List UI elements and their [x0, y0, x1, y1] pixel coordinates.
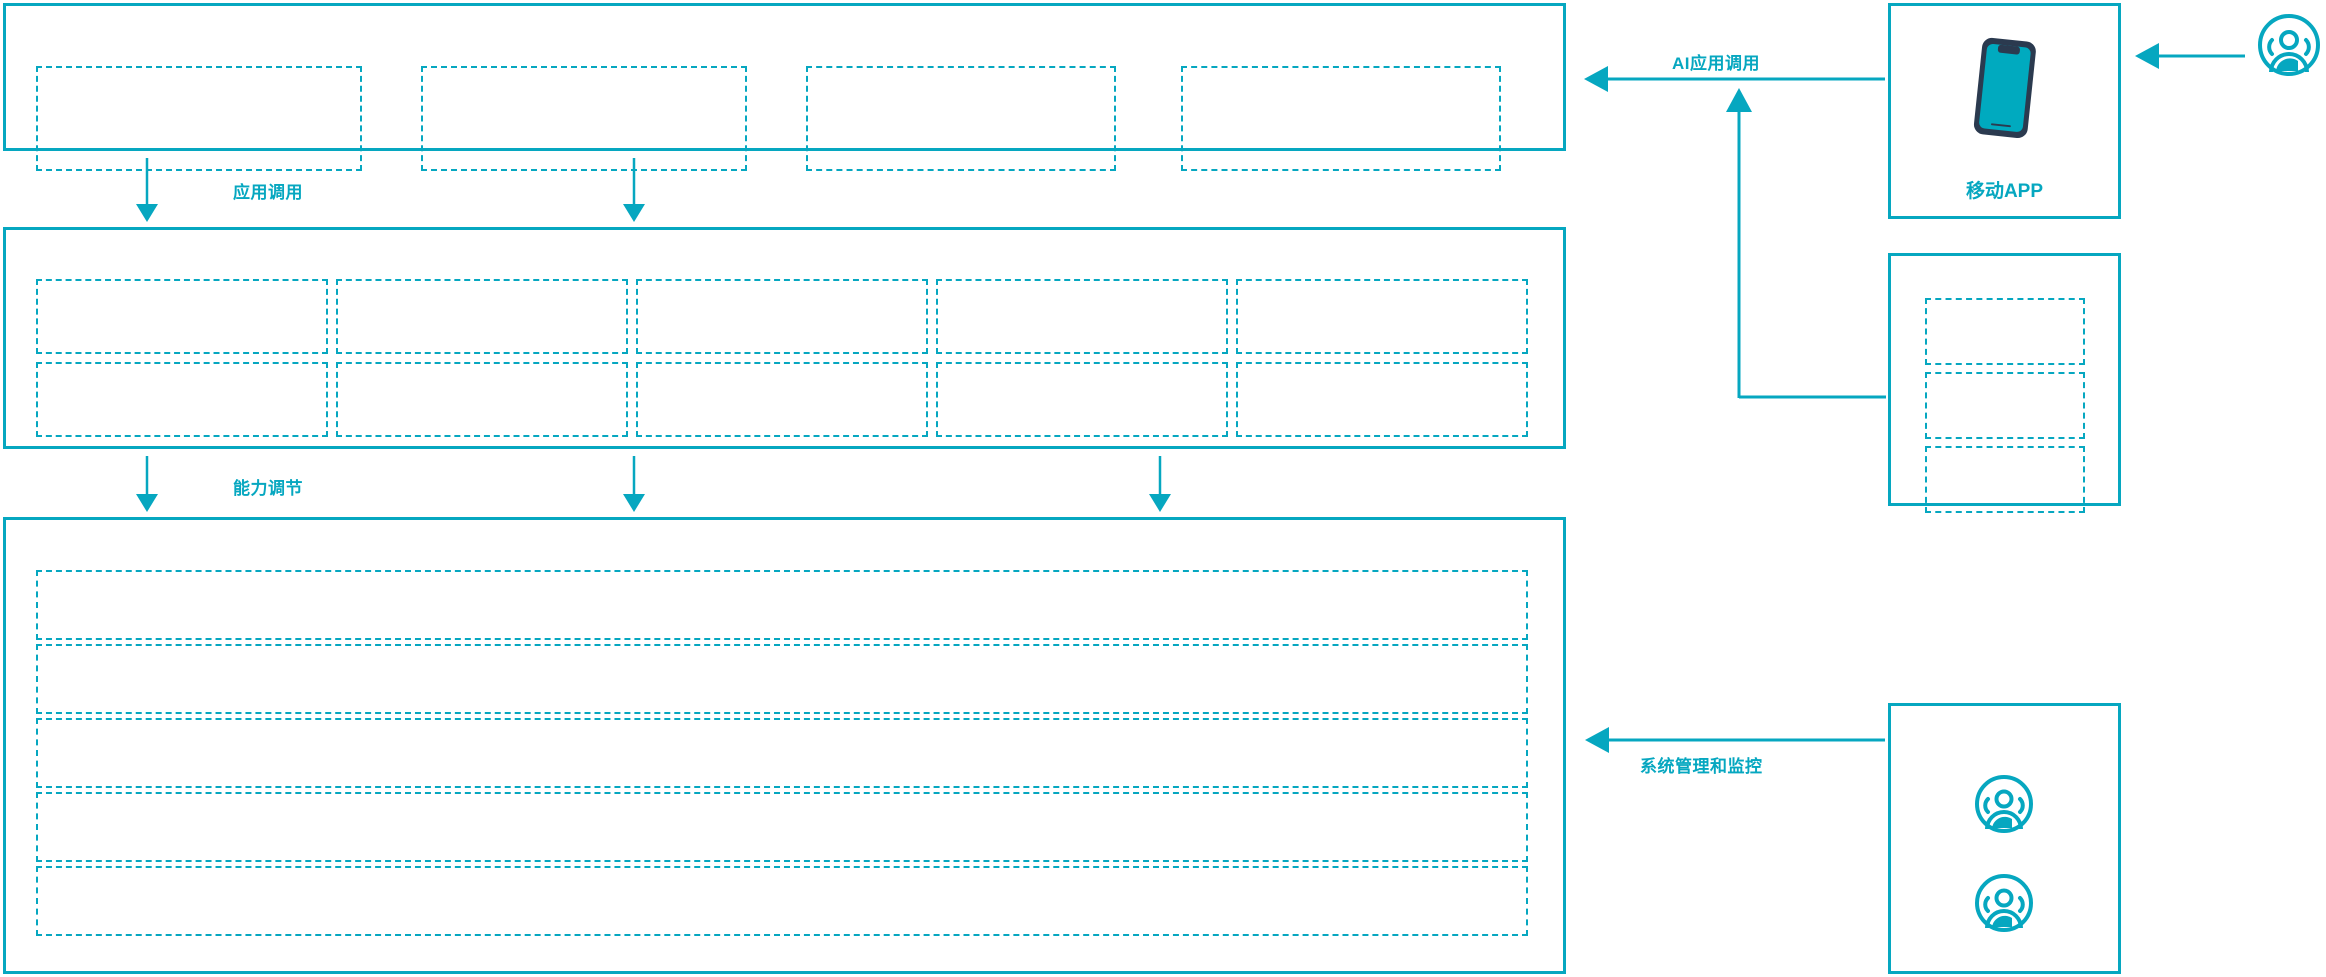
capability-layer-box-r2c2[interactable] [336, 362, 628, 437]
capability-layer-box-r1c2[interactable] [336, 279, 628, 354]
arrow-left-icon-end-user [2135, 43, 2245, 69]
arrow-down-icon-app-2 [623, 158, 645, 222]
service-channel-box-3[interactable] [1925, 446, 2085, 513]
capability-layer-box-r2c5[interactable] [1236, 362, 1528, 437]
infrastructure-layer-bar-3[interactable] [36, 718, 1528, 788]
service-channel-box-1[interactable] [1925, 298, 2085, 365]
capability-layer-panel[interactable] [3, 227, 1566, 449]
application-layer-box-4[interactable] [1181, 66, 1501, 171]
capability-layer-box-r2c3[interactable] [636, 362, 928, 437]
arrow-down-icon-app-1 [136, 158, 158, 222]
service-channel-box-2[interactable] [1925, 372, 2085, 439]
infrastructure-layer-bar-1[interactable] [36, 570, 1528, 640]
capability-orchestration-label: 能力调节 [233, 479, 303, 498]
service-channel-panel[interactable] [1888, 253, 2121, 513]
capability-layer-box-r2c1[interactable] [36, 362, 328, 437]
arrow-down-icon-cap-2 [623, 456, 645, 512]
arrow-left-icon-ai-call [1584, 66, 1885, 92]
arrow-left-icon-system-management [1585, 727, 1885, 753]
arrow-up-icon-service-channel [1726, 88, 1886, 399]
ai-application-call-label: AI应用调用 [1672, 54, 1760, 73]
operations-panel[interactable] [1888, 703, 2121, 974]
smartphone-icon [1973, 37, 2036, 139]
capability-layer-box-r1c4[interactable] [936, 279, 1228, 354]
infrastructure-layer-bar-4[interactable] [36, 792, 1528, 862]
application-layer-panel[interactable] [3, 3, 1566, 171]
user-group-icon-operator-2 [1975, 874, 2033, 932]
infrastructure-layer-bar-2[interactable] [36, 644, 1528, 714]
application-layer-box-2[interactable] [421, 66, 747, 171]
user-group-icon-end-user [2258, 14, 2320, 76]
capability-layer-box-r1c3[interactable] [636, 279, 928, 354]
user-group-icon-operator-1 [1975, 775, 2033, 833]
application-call-label: 应用调用 [233, 183, 303, 202]
capability-layer-box-r1c1[interactable] [36, 279, 328, 354]
infrastructure-layer-bar-5[interactable] [36, 866, 1528, 936]
system-management-monitoring-label: 系统管理和监控 [1640, 757, 1763, 776]
capability-layer-box-r2c4[interactable] [936, 362, 1228, 437]
arrow-down-icon-cap-3 [1149, 456, 1171, 512]
arrow-down-icon-cap-1 [136, 456, 158, 512]
capability-layer-box-r1c5[interactable] [1236, 279, 1528, 354]
application-layer-box-3[interactable] [806, 66, 1116, 171]
mobile-app-caption: 移动APP [1965, 181, 2044, 202]
application-layer-box-1[interactable] [36, 66, 362, 171]
infrastructure-layer-panel[interactable] [3, 517, 1566, 974]
